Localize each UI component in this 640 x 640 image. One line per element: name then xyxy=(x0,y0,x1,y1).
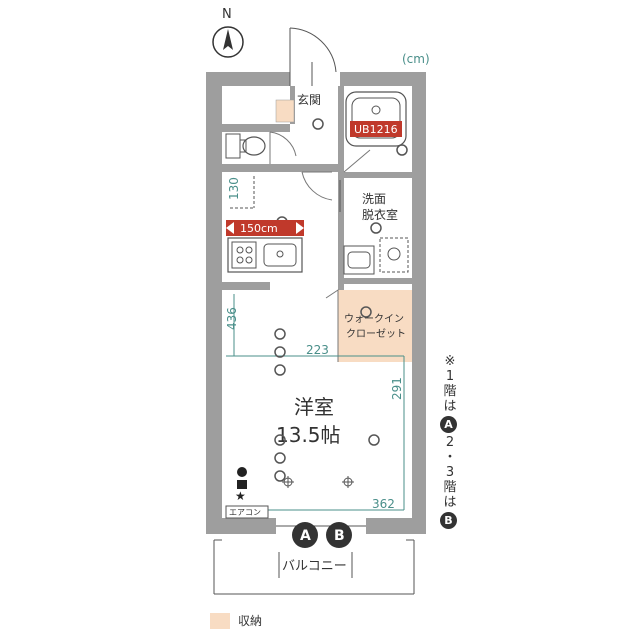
bath-door xyxy=(343,149,371,173)
downlight-icon xyxy=(274,470,286,482)
room-label-western-1: 洋室 xyxy=(294,395,334,419)
downlight-icon xyxy=(368,434,380,446)
downlight-icon xyxy=(274,364,286,376)
note-floor23-kai: 階 xyxy=(443,480,457,495)
aircon-unit xyxy=(225,505,269,519)
room-label-bath: UB1216 xyxy=(354,123,398,136)
room-label-washroom-2: 脱衣室 xyxy=(362,207,398,222)
intercom-icon xyxy=(237,467,247,477)
dim-150-badge: 150cm xyxy=(226,220,304,236)
room-label-walkin-2: クローゼット xyxy=(346,328,406,340)
compass-label: N xyxy=(222,7,232,22)
note-floor23-num1: 2 xyxy=(445,435,455,450)
ceiling-light-icon xyxy=(396,144,408,156)
note-floor1-kai: 階 xyxy=(443,384,457,399)
toilet-door xyxy=(269,131,297,164)
room-label-walkin-1: ウォークイン xyxy=(344,313,404,325)
toilet xyxy=(225,133,266,159)
washing-machine-space xyxy=(379,237,409,273)
tv-outlet-icon xyxy=(237,480,247,489)
dim-291: 291 xyxy=(390,377,404,400)
closet-door xyxy=(325,289,339,362)
washbasin xyxy=(343,245,375,275)
hall-door xyxy=(301,171,333,201)
north-arrow-icon xyxy=(223,29,233,50)
unit-label: (cm) xyxy=(402,52,430,66)
marker-a-label: A xyxy=(300,528,311,544)
dim-223: 223 xyxy=(306,343,329,357)
note-mark: ※ xyxy=(444,354,456,369)
legend-storage-label: 収納 xyxy=(238,614,263,628)
downlight-icon xyxy=(274,328,286,340)
kitchen-counter xyxy=(227,237,303,273)
note-floor1-ha: は xyxy=(443,399,457,414)
note-marker-b: B xyxy=(440,512,457,529)
legend-storage-swatch xyxy=(210,612,230,629)
entrance-door xyxy=(289,27,337,86)
downlight-icon xyxy=(274,346,286,358)
aircon-label: エアコン xyxy=(229,508,261,517)
ceiling-light-icon xyxy=(312,118,324,130)
marker-b: B xyxy=(326,522,352,548)
balcony xyxy=(213,539,415,595)
marker-a: A xyxy=(292,522,318,548)
dim-436: 436 xyxy=(225,307,239,330)
room-label-balcony: バルコニー xyxy=(282,559,347,574)
room-label-western-2: 13.5帖 xyxy=(276,423,341,447)
star-icon: ★ xyxy=(235,489,246,503)
room-label-entrance: 玄関 xyxy=(297,92,321,107)
ceiling-light-icon xyxy=(360,306,372,318)
legend: 収納 xyxy=(210,612,262,629)
dim-362: 362 xyxy=(372,497,395,511)
note-marker-a: A xyxy=(440,416,457,433)
compass: N xyxy=(212,7,244,58)
room-label-washroom-1: 洗面 xyxy=(362,192,386,206)
walkin-closet xyxy=(338,290,412,362)
marker-b-label: B xyxy=(334,528,345,544)
floor-note: ※ 1 階 は A 2 ・ 3 階 は B xyxy=(440,354,460,531)
dim-150: 150cm xyxy=(240,222,278,235)
shoe-storage xyxy=(275,99,295,123)
note-floor23-num2: 3 xyxy=(445,465,455,480)
note-floor23-ha: は xyxy=(443,495,457,510)
note-floor1-num: 1 xyxy=(445,369,455,384)
downlight-icon xyxy=(274,434,286,446)
note-floor23-dot: ・ xyxy=(443,450,457,465)
ceiling-light-icon xyxy=(370,222,382,234)
bathroom: UB1216 xyxy=(345,91,408,156)
dim-130: 130 xyxy=(227,177,241,200)
downlight-icon xyxy=(274,452,286,464)
bath-label-badge xyxy=(350,121,402,137)
